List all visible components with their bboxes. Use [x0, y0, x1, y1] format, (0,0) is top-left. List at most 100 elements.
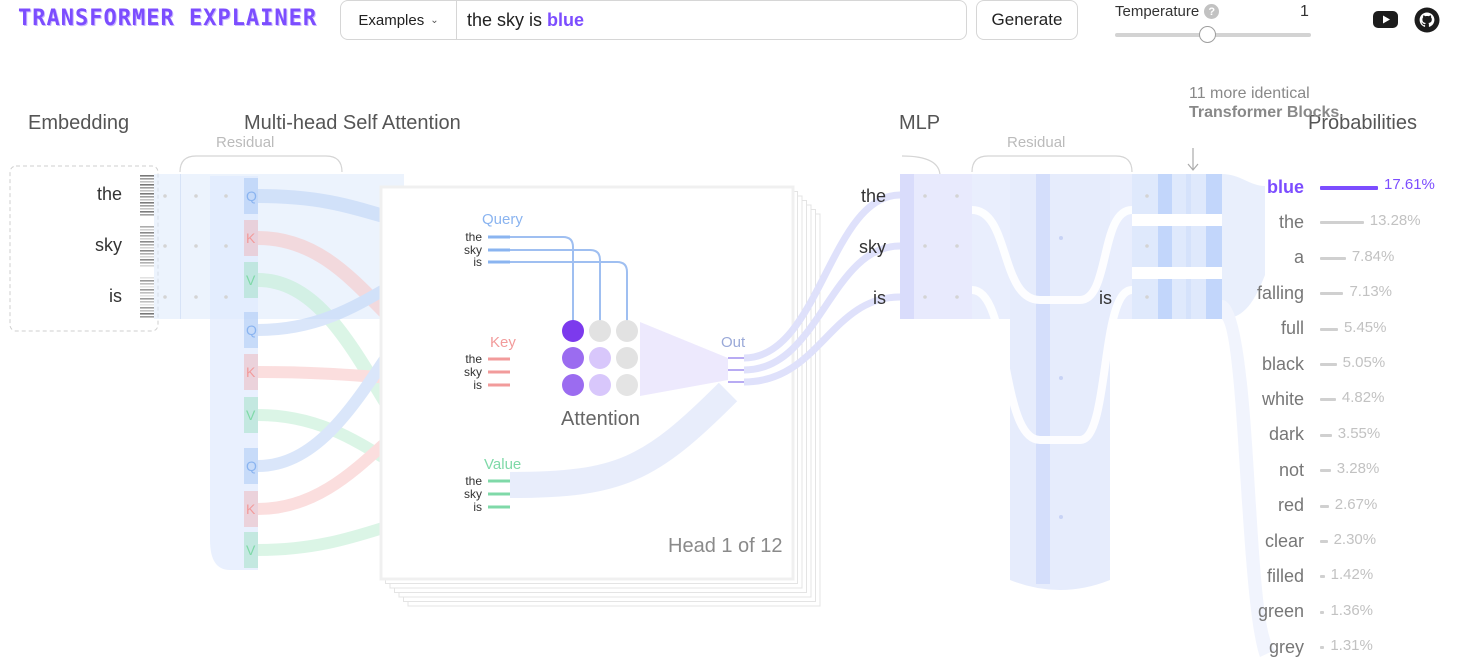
embedding-vector-line [140, 283, 154, 285]
probability-word: dark [1268, 424, 1304, 445]
probability-percent: 7.13% [1349, 283, 1393, 301]
embedding-vector-line [140, 238, 154, 240]
youtube-icon[interactable] [1373, 10, 1398, 29]
probabilities-title[interactable]: Probabilities [1308, 112, 1417, 134]
embedding-token-2[interactable]: sky [95, 235, 122, 255]
probability-bar [1320, 575, 1325, 579]
qkv-letter: V [246, 542, 256, 558]
probability-word: white [1261, 388, 1304, 409]
qkv-cell [244, 448, 258, 484]
embedding-vector-line [140, 214, 154, 216]
embedding-vector-line [140, 202, 154, 204]
band-dot [1145, 194, 1149, 198]
prompt-text[interactable]: the sky is blue [457, 10, 584, 31]
embedding-vector-line [140, 301, 154, 303]
attention-head-shadow [379, 185, 795, 581]
probability-bar [1320, 540, 1328, 543]
temperature-value: 1 [1300, 3, 1309, 20]
qkv-token-label: the [465, 230, 482, 244]
prompt-input-box[interactable]: Examples ⌄ the sky is blue [340, 0, 967, 40]
embedding-vector-line [140, 184, 154, 186]
qkv-token-label: is [473, 255, 482, 269]
embedding-token-1[interactable]: the [96, 184, 122, 204]
probability-bar [1320, 504, 1329, 508]
app-logo[interactable]: TRANSFORMER EXPLAINER [18, 6, 318, 31]
probability-percent: 5.45% [1343, 318, 1387, 336]
probability-word: clear [1264, 530, 1304, 551]
embedding-vector-line [140, 208, 154, 210]
attention-title[interactable]: Multi-head Self Attention [244, 112, 461, 134]
embedding-vector-line [140, 193, 154, 195]
embedding-vector-line [140, 232, 154, 234]
qkv-token-label: the [465, 474, 482, 488]
band-dot [163, 295, 167, 299]
mlp-dot [1059, 376, 1063, 380]
qkv-letter: K [246, 501, 256, 517]
predicted-token: blue [547, 9, 585, 30]
probability-bar [1320, 398, 1336, 402]
mlp-bracket [901, 155, 941, 177]
value-label: Value [484, 456, 521, 473]
temperature-label: Temperature ? [1115, 3, 1220, 20]
qkv-letter: K [246, 364, 256, 380]
head-indicator[interactable]: Head 1 of 12 [668, 535, 783, 557]
github-icon[interactable] [1414, 7, 1440, 33]
residual-label-1: Residual [216, 134, 275, 151]
probability-percent: 3.28% [1336, 460, 1380, 478]
embedding-vector-line [140, 310, 154, 312]
prompt-input-text: the sky is [467, 9, 543, 30]
embedding-vector-line [140, 265, 154, 267]
help-icon[interactable]: ? [1204, 4, 1220, 19]
temperature-slider-thumb[interactable] [1198, 26, 1216, 43]
band-dot [955, 194, 959, 198]
mlp-expansion [1010, 174, 1110, 590]
probability-bar [1320, 433, 1332, 437]
qkv-letter: Q [246, 188, 257, 204]
more-blocks-prefix: 11 more identical [1189, 85, 1310, 102]
embedding-vector-line [140, 211, 154, 213]
attention-head-card [380, 186, 794, 580]
embedding-vector-line [140, 196, 154, 198]
examples-dropdown[interactable]: Examples ⌄ [341, 1, 457, 39]
band-dot [224, 244, 228, 248]
probability-word: the [1278, 211, 1304, 232]
mlp-token-label: is [873, 288, 886, 308]
qkv-letter: V [246, 272, 256, 288]
attention-cell [562, 347, 584, 369]
qkv-token-label: is [473, 500, 482, 514]
probability-percent: 1.36% [1330, 601, 1374, 619]
embedding-vector-line [140, 250, 154, 252]
embedding-vector-line [140, 298, 154, 300]
band-dot [163, 244, 167, 248]
attention-cell [589, 320, 611, 342]
generate-button[interactable]: Generate [976, 0, 1078, 40]
embedding-vector-line [140, 199, 154, 201]
probability-word: blue [1266, 176, 1304, 197]
mlp-curve-2 [971, 206, 1133, 304]
residual-bracket-2 [971, 155, 1133, 173]
mlp-token-label: the [861, 186, 886, 206]
more-blocks-arrowhead [1187, 163, 1199, 171]
qkv-letter: Q [246, 458, 257, 474]
mlp-title[interactable]: MLP [899, 112, 941, 134]
embedding-token-3[interactable]: is [109, 286, 122, 306]
embedding-title[interactable]: Embedding [28, 112, 130, 134]
probability-bar [1320, 221, 1364, 225]
probability-bar [1320, 186, 1378, 190]
embedding-vector-line [140, 226, 154, 228]
